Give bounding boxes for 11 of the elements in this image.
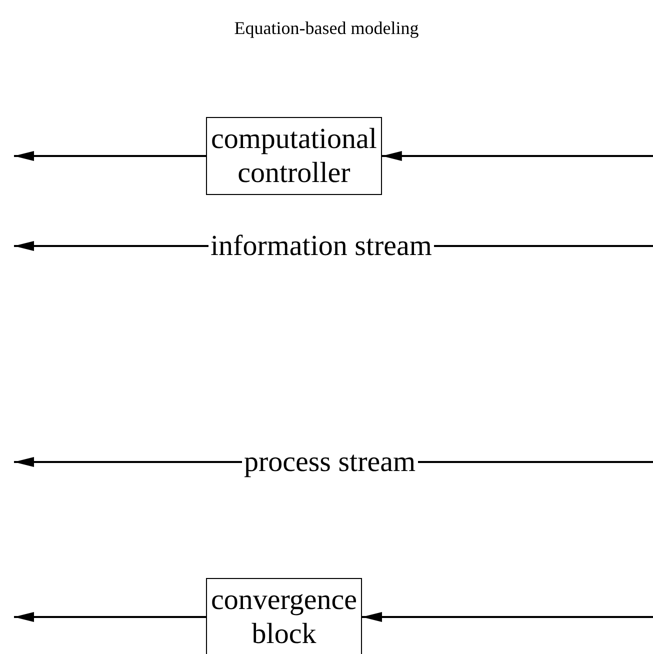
title: Equation-based modeling xyxy=(233,18,420,39)
process-box: convergence block xyxy=(206,578,362,654)
arrow xyxy=(14,612,206,622)
arrow xyxy=(382,151,653,161)
arrow xyxy=(362,612,653,622)
line xyxy=(418,461,653,463)
arrow xyxy=(14,457,242,467)
arrow xyxy=(14,151,206,161)
process-box: computational controller xyxy=(206,117,382,195)
arrow xyxy=(14,241,208,251)
line xyxy=(434,245,653,247)
